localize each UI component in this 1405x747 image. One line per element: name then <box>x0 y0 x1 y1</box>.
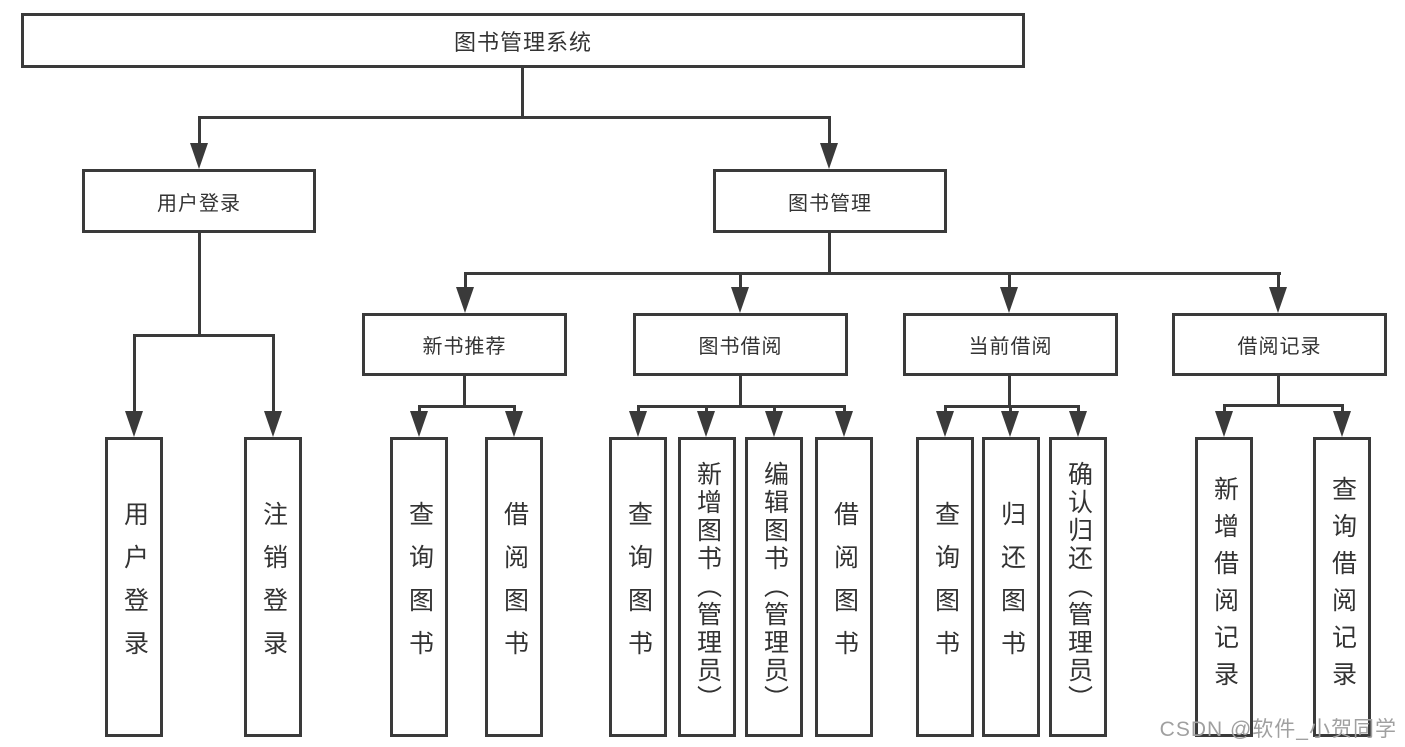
arrowhead <box>835 411 853 437</box>
leaf-label: 确认归还（管理员） <box>1064 461 1093 713</box>
connector-vline <box>705 405 708 415</box>
connector-vline <box>133 334 136 414</box>
arrowhead <box>1001 411 1019 437</box>
connector-vline <box>1008 272 1011 290</box>
arrowhead <box>505 411 523 437</box>
arrowhead <box>697 411 715 437</box>
connector-vline <box>637 405 640 415</box>
arrowhead <box>1069 411 1087 437</box>
node-new-book-recommend: 新书推荐 <box>362 313 567 376</box>
leaf-confirm-return-admin: 确认归还（管理员） <box>1049 437 1107 737</box>
leaf-borrow-book: 借阅图书 <box>815 437 873 737</box>
node-label: 用户登录 <box>157 192 241 215</box>
arrowhead <box>1000 287 1018 313</box>
leaf-edit-book-admin: 编辑图书（管理员） <box>745 437 803 737</box>
connector-hline <box>418 405 516 408</box>
node-book-borrow: 图书借阅 <box>633 313 848 376</box>
node-current-borrow: 当前借阅 <box>903 313 1118 376</box>
connector-vline <box>773 405 776 415</box>
arrowhead <box>820 143 838 169</box>
arrowhead <box>1333 411 1351 437</box>
connector-hline <box>133 334 275 337</box>
connector-hline <box>198 116 831 119</box>
connector-vline <box>464 272 467 290</box>
connector-vline <box>739 272 742 290</box>
connector-vline <box>521 66 524 118</box>
connector-hline <box>637 405 846 408</box>
arrowhead <box>1269 287 1287 313</box>
connector-vline <box>1277 374 1280 406</box>
leaf-query-borrow-record: 查询借阅记录 <box>1313 437 1371 737</box>
leaf-label: 查询图书 <box>624 501 653 673</box>
leaf-label: 新增借阅记录 <box>1210 476 1239 698</box>
leaf-recommend-borrow-books: 借阅图书 <box>485 437 543 737</box>
connector-hline <box>944 405 1080 408</box>
arrowhead <box>731 287 749 313</box>
connector-vline <box>828 231 831 275</box>
arrowhead <box>410 411 428 437</box>
connector-vline <box>198 116 201 146</box>
leaf-add-book-admin: 新增图书（管理员） <box>678 437 736 737</box>
node-label: 当前借阅 <box>968 336 1053 358</box>
arrowhead <box>936 411 954 437</box>
connector-vline <box>944 405 947 415</box>
node-library-system: 图书管理系统 <box>21 13 1025 68</box>
arrowhead <box>1215 411 1233 437</box>
leaf-add-borrow-record: 新增借阅记录 <box>1195 437 1253 737</box>
leaf-label: 借阅图书 <box>830 501 859 673</box>
node-borrow-records: 借阅记录 <box>1172 313 1387 376</box>
arrowhead <box>629 411 647 437</box>
leaf-label: 注销登录 <box>259 501 288 673</box>
connector-hline <box>1223 404 1343 407</box>
connector-vline <box>739 374 742 408</box>
arrowhead <box>190 143 208 169</box>
node-label: 新书推荐 <box>422 336 507 358</box>
connector-vline <box>1077 405 1080 415</box>
connector-hline <box>464 272 1281 275</box>
node-label: 图书借阅 <box>698 336 783 358</box>
leaf-logout: 注销登录 <box>244 437 302 737</box>
connector-vline <box>843 405 846 415</box>
node-label: 图书管理 <box>788 192 872 215</box>
leaf-user-login: 用户登录 <box>105 437 163 737</box>
connector-vline <box>1341 404 1344 414</box>
node-label: 图书管理系统 <box>453 29 592 55</box>
connector-vline <box>272 334 275 414</box>
connector-vline <box>198 231 201 337</box>
leaf-borrow-query-books: 查询图书 <box>609 437 667 737</box>
leaf-label: 新增图书（管理员） <box>693 461 722 713</box>
leaf-recommend-query-books: 查询图书 <box>390 437 448 737</box>
node-book-management: 图书管理 <box>713 169 947 233</box>
leaf-current-query-books: 查询图书 <box>916 437 974 737</box>
leaf-label: 查询图书 <box>931 501 960 673</box>
arrowhead <box>765 411 783 437</box>
arrowhead <box>125 411 143 437</box>
leaf-label: 借阅图书 <box>500 501 529 673</box>
connector-vline <box>1223 404 1226 414</box>
watermark: CSDN @软件_小贺同学 <box>1159 718 1397 741</box>
node-user-login: 用户登录 <box>82 169 316 233</box>
node-label: 借阅记录 <box>1237 336 1322 358</box>
leaf-label: 编辑图书（管理员） <box>760 461 789 713</box>
connector-vline <box>1277 272 1280 290</box>
leaf-label: 归还图书 <box>997 501 1026 673</box>
connector-vline <box>418 405 421 415</box>
connector-vline <box>463 374 466 408</box>
arrowhead <box>456 287 474 313</box>
leaf-label: 查询图书 <box>405 501 434 673</box>
connector-vline <box>828 116 831 146</box>
connector-vline <box>513 405 516 415</box>
connector-vline <box>1008 374 1011 408</box>
leaf-label: 用户登录 <box>120 501 149 673</box>
arrowhead <box>264 411 282 437</box>
leaf-return-book: 归还图书 <box>982 437 1040 737</box>
connector-vline <box>1009 405 1012 415</box>
leaf-label: 查询借阅记录 <box>1328 476 1357 698</box>
